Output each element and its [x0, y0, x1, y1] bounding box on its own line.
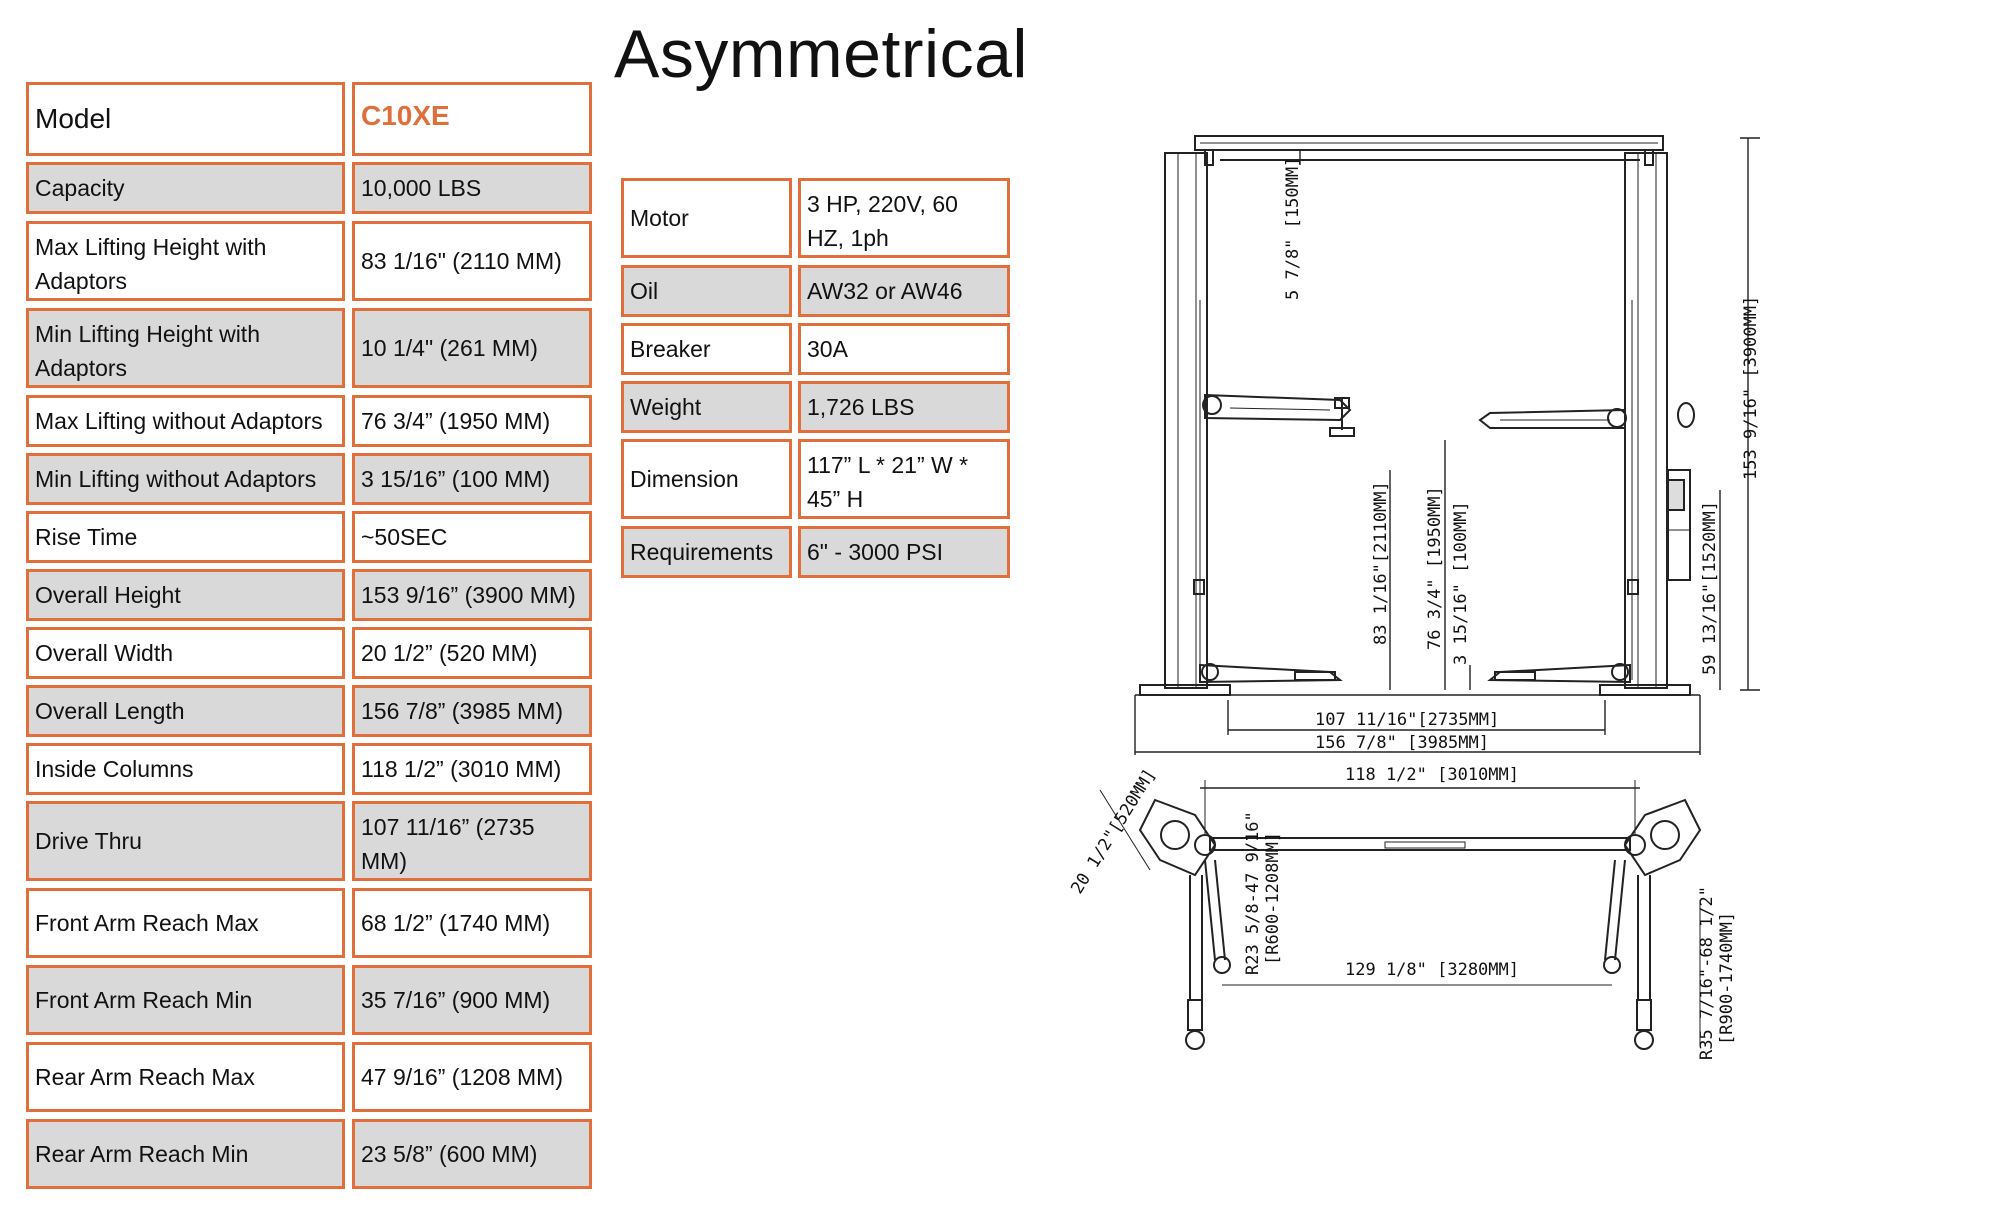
motor-row-label: Requirements	[621, 526, 792, 578]
spec-row-label: Overall Height	[26, 569, 345, 621]
dim-top-clearance: 5 7/8" [150MM]	[1283, 157, 1303, 300]
spec-header-label: Model	[26, 82, 345, 156]
left-raised-arm	[1202, 393, 1355, 437]
left-column	[1164, 152, 1208, 689]
motor-row-label: Weight	[621, 381, 792, 433]
left-lowered-arm	[1199, 663, 1343, 684]
motor-row-label: Breaker	[621, 323, 792, 375]
spec-row-value: ~50SEC	[352, 511, 592, 563]
spec-row-value: 153 9/16” (3900 MM)	[352, 569, 592, 621]
dim-power-unit: 59 13/16"[1520MM]	[1700, 501, 1720, 675]
motor-row-label: Motor	[621, 178, 792, 258]
spec-row-value: 107 11/16” (2735 MM)	[352, 801, 592, 881]
spec-row-label: Overall Width	[26, 627, 345, 679]
dim-inside-columns: 118 1/2" [3010MM]	[1345, 765, 1519, 785]
dim-drive-thru: 107 11/16"[2735MM]	[1315, 710, 1499, 730]
spec-row-value: 68 1/2” (1740 MM)	[352, 888, 592, 958]
dimension-lines-elevation	[1134, 137, 1760, 755]
spec-row-label: Rear Arm Reach Min	[26, 1119, 345, 1189]
dim-max-without: 76 3/4" [1950MM]	[1425, 486, 1445, 650]
spec-row-label: Min Lifting without Adaptors	[26, 453, 345, 505]
spec-row-label: Min Lifting Height with Adaptors	[26, 308, 345, 388]
spec-row-value: 23 5/8” (600 MM)	[352, 1119, 592, 1189]
spec-row-value: 83 1/16" (2110 MM)	[352, 221, 592, 301]
plan-view	[1099, 780, 1702, 1050]
page-title: Asymmetrical	[614, 16, 1029, 92]
motor-row-label: Dimension	[621, 439, 792, 519]
spec-header-value: C10XE	[352, 82, 592, 156]
dim-front-arm: R35 7/16"-68 1/2"	[1697, 886, 1717, 1060]
spec-row-label: Front Arm Reach Min	[26, 965, 345, 1035]
spec-row-label: Max Lifting without Adaptors	[26, 395, 345, 447]
motor-row-label: Oil	[621, 265, 792, 317]
motor-row-value: 3 HP, 220V, 60 HZ, 1ph	[798, 178, 1010, 258]
spec-row-value: 76 3/4” (1950 MM)	[352, 395, 592, 447]
spec-row-label: Inside Columns	[26, 743, 345, 795]
motor-row-value: 30A	[798, 323, 1010, 375]
spec-row-value: 3 15/16” (100 MM)	[352, 453, 592, 505]
motor-row-value: 6" - 3000 PSI	[798, 526, 1010, 578]
motor-row-value: AW32 or AW46	[798, 265, 1010, 317]
dim-overall-length: 156 7/8" [3985MM]	[1315, 733, 1489, 753]
right-lowered-arm	[1487, 663, 1631, 684]
spec-row-label: Rear Arm Reach Max	[26, 1042, 345, 1112]
dim-base: 129 1/8" [3280MM]	[1345, 960, 1519, 980]
spec-row-value: 118 1/2” (3010 MM)	[352, 743, 592, 795]
left-base-plate	[1139, 684, 1231, 696]
dim-max-with-adaptors: 83 1/16"[2110MM]	[1371, 481, 1391, 645]
spec-row-label: Drive Thru	[26, 801, 345, 881]
dim-rear-arm: R23 5/8-47 9/16"	[1243, 811, 1263, 975]
spec-row-label: Overall Length	[26, 685, 345, 737]
spec-row-value: 156 7/8” (3985 MM)	[352, 685, 592, 737]
dim-overall-height: 153 9/16" [3900MM]	[1741, 296, 1761, 480]
spec-row-value: 20 1/2” (520 MM)	[352, 627, 592, 679]
motor-row-value: 1,726 LBS	[798, 381, 1010, 433]
power-unit	[1667, 469, 1691, 581]
spec-row-label: Capacity	[26, 162, 345, 214]
dim-overall-width: 20 1/2"[520MM]	[1067, 766, 1160, 898]
right-base-plate	[1599, 684, 1691, 696]
spec-row-value: 35 7/16” (900 MM)	[352, 965, 592, 1035]
dim-rear-arm-mm: [R600-1208MM]	[1263, 832, 1283, 965]
top-beam	[1194, 135, 1664, 166]
right-column	[1624, 152, 1695, 689]
motor-row-value: 117” L * 21” W * 45” H	[798, 439, 1010, 519]
dim-front-arm-mm: [R900-1740MM]	[1717, 912, 1737, 1045]
dim-min-without: 3 15/16" [100MM]	[1451, 501, 1471, 665]
spec-row-label: Max Lifting Height with Adaptors	[26, 221, 345, 301]
spec-row-label: Rise Time	[26, 511, 345, 563]
right-raised-arm	[1478, 408, 1627, 429]
spec-row-label: Front Arm Reach Max	[26, 888, 345, 958]
spec-row-value: 10,000 LBS	[352, 162, 592, 214]
spec-row-value: 47 9/16” (1208 MM)	[352, 1042, 592, 1112]
spec-row-value: 10 1/4" (261 MM)	[352, 308, 592, 388]
